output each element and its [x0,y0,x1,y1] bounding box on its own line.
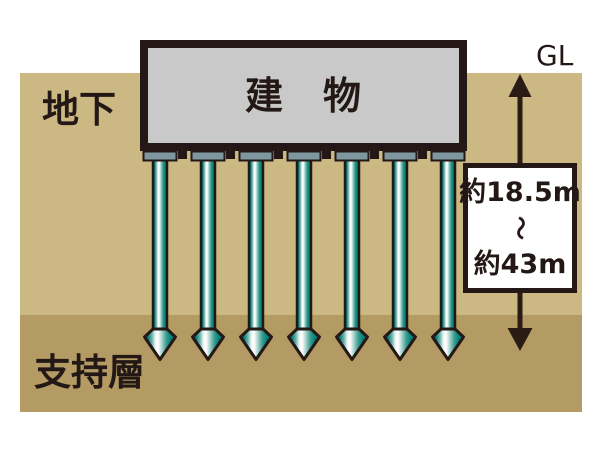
underground-label: 地下 [42,88,116,131]
pile-shaft [343,156,361,333]
pile-cap [238,150,274,162]
pile [382,150,418,361]
tilde-icon: ～ [506,216,534,240]
foundation-notch [418,151,427,159]
depth-range-box: 約18.5m ～ 約43m [459,163,581,293]
pile-cap [190,150,226,162]
down-arrowhead-icon [507,328,533,351]
depth-max-label: 約43m [473,248,567,280]
pile-shaft [295,156,313,333]
pile-cap [142,150,178,162]
building: 建 物 [140,40,467,151]
pile [238,150,274,361]
pile-shaft [247,156,265,333]
pile-cap [382,150,418,162]
pile-tip [431,327,465,361]
foundation-notch [370,151,379,159]
pile-shaft [391,156,409,333]
pile-tip [143,327,177,361]
foundation-notch [226,151,235,159]
pile-tip [383,327,417,361]
up-arrowhead-icon [508,74,532,97]
pile-shaft [151,156,169,333]
bearing-layer-label: 支持層 [34,351,145,394]
foundation-notch [178,151,187,159]
pile-shaft [439,156,457,333]
pile [286,150,322,361]
pile [190,150,226,361]
pile [334,150,370,361]
pile-tip [191,327,225,361]
foundation-notch [322,151,331,159]
pile [430,150,466,361]
pile-tip [287,327,321,361]
pile-tip [335,327,369,361]
depth-min-label: 約18.5m [459,176,581,208]
gl-label: GL [536,39,574,72]
pile-cap [430,150,466,162]
pile-shaft [199,156,217,333]
pile-tip [239,327,273,361]
pile [142,150,178,361]
pile-cap [334,150,370,162]
building-label: 建 物 [244,73,362,118]
pile-cap [286,150,322,162]
foundation-notch [274,151,283,159]
